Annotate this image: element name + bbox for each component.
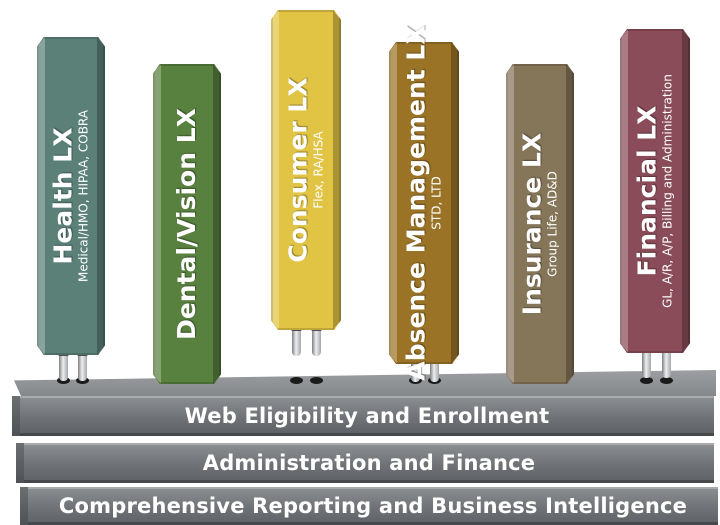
layer-label: Web Eligibility and Enrollment <box>184 404 550 428</box>
module-subtitle: Group Life, AD&D <box>545 171 560 277</box>
module-dental-vision-lx: Dental/Vision LX <box>153 64 221 384</box>
module-body <box>389 42 459 364</box>
module-subtitle: GL, A/R, A/P, Billing and Administration <box>660 74 675 308</box>
layer-reporting-bi: Comprehensive Reporting and Business Int… <box>20 487 718 525</box>
module-title: Financial LX <box>632 105 662 277</box>
module-label: Consumer LX Flex, RA/HSA <box>283 77 327 263</box>
module-title: Insurance LX <box>517 132 547 316</box>
layer-administration-finance: Administration and Finance <box>16 443 714 483</box>
module-title: Health LX <box>48 127 78 265</box>
layer-web-eligibility: Web Eligibility and Enrollment <box>12 396 714 436</box>
plug-prong <box>58 352 69 381</box>
module-health-lx: Health LX Medical/HMO, HIPAA, COBRA <box>37 37 105 355</box>
module-body <box>506 64 574 384</box>
plug-prong <box>77 352 88 381</box>
socket-hole <box>310 377 323 384</box>
module-title: Dental/Vision LX <box>172 108 201 340</box>
module-consumer-lx: Consumer LX Flex, RA/HSA <box>271 10 341 330</box>
module-label: Absence Management LX STD, LTD <box>401 25 445 381</box>
socket-hole <box>660 377 673 384</box>
module-financial-lx: Financial LX GL, A/R, A/P, Billing and A… <box>620 29 690 353</box>
layer-label: Comprehensive Reporting and Business Int… <box>58 494 688 518</box>
plug-prong <box>661 349 672 378</box>
platform-top-surface <box>14 370 716 396</box>
module-subtitle: STD, LTD <box>429 176 444 230</box>
socket-hole <box>640 377 653 384</box>
layer-label: Administration and Finance <box>202 451 536 475</box>
module-label: Insurance LX Group Life, AD&D <box>517 132 561 316</box>
socket-hole <box>290 377 303 384</box>
module-label: Dental/Vision LX <box>172 108 201 340</box>
plug-prong <box>291 327 302 356</box>
module-subtitle: Medical/HMO, HIPAA, COBRA <box>76 110 91 282</box>
module-body <box>620 29 690 353</box>
module-absence-management-lx: Absence Management LX STD, LTD <box>389 25 459 381</box>
module-title: Absence Management LX <box>401 25 431 381</box>
plug-prong <box>311 327 322 356</box>
module-body <box>153 64 221 384</box>
module-title: Consumer LX <box>283 77 313 263</box>
module-subtitle: Flex, RA/HSA <box>311 131 326 209</box>
module-body <box>37 37 105 355</box>
module-insurance-lx: Insurance LX Group Life, AD&D <box>506 64 574 384</box>
module-body <box>271 10 341 330</box>
module-label: Financial LX GL, A/R, A/P, Billing and A… <box>632 74 676 308</box>
module-label: Health LX Medical/HMO, HIPAA, COBRA <box>48 110 92 282</box>
plug-prong <box>641 349 652 378</box>
